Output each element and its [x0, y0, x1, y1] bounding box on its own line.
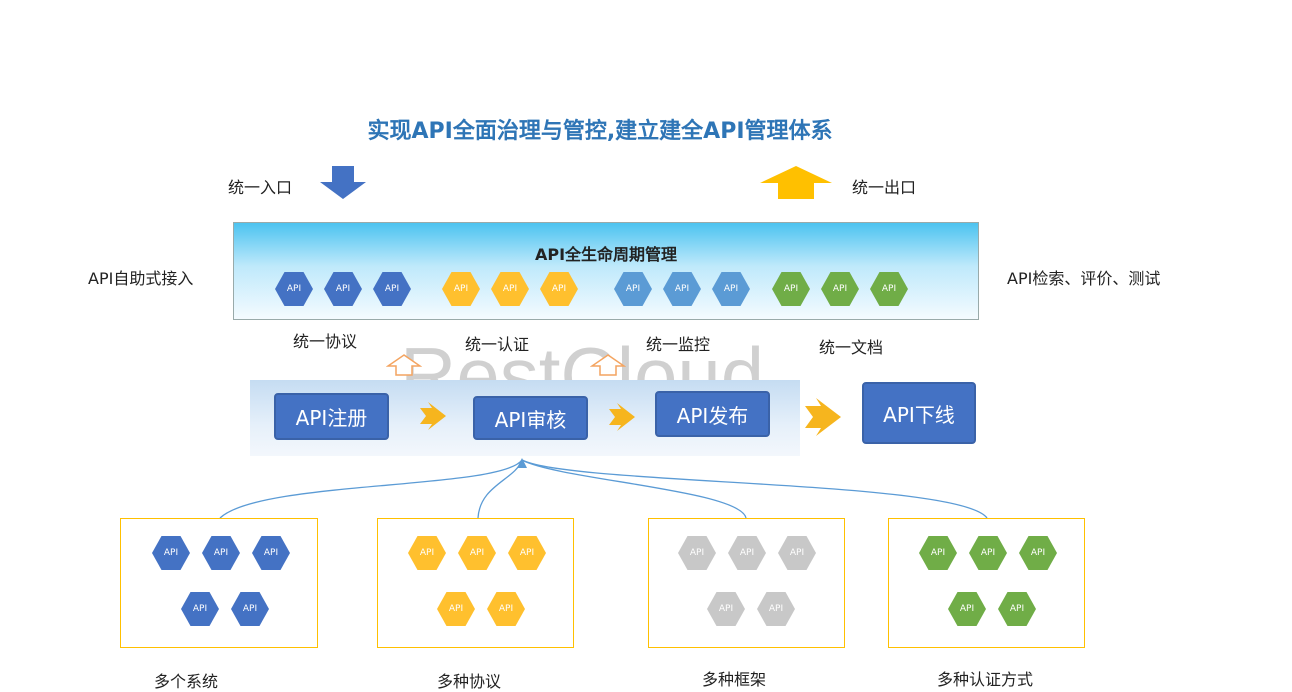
group-label: 统一认证	[465, 335, 530, 354]
source-box	[377, 518, 574, 648]
right-arrow-icon	[420, 402, 446, 430]
api-hexagon-icon: API	[442, 272, 480, 306]
group-label: 统一监控	[646, 335, 711, 354]
api-hexagon-icon: API	[437, 592, 475, 626]
hollow-up-arrow-icon	[590, 354, 626, 376]
source-label: 多种框架	[702, 670, 767, 689]
api-hexagon-icon: API	[324, 272, 362, 306]
up-arrow-icon	[760, 166, 832, 199]
step-register: API注册	[274, 393, 389, 440]
api-hexagon-icon: API	[275, 272, 313, 306]
lifecycle-title: API全生命周期管理	[534, 245, 678, 264]
right-label: API检索、评价、测试	[1007, 269, 1161, 288]
source-label: 多种协议	[437, 672, 502, 691]
api-hexagon-icon: API	[373, 272, 411, 306]
source-label: 多个系统	[154, 672, 219, 691]
page-title: 实现API全面治理与管控,建立建全API管理体系	[367, 119, 833, 144]
api-hexagon-icon: API	[408, 536, 446, 570]
group-label: 统一文档	[819, 338, 884, 357]
exit-label: 统一出口	[852, 178, 917, 197]
right-arrow-icon	[609, 403, 635, 431]
api-hexagon-icon: API	[458, 536, 496, 570]
api-hexagon-icon: API	[231, 592, 269, 626]
left-label: API自助式接入	[88, 269, 194, 288]
api-hexagon-icon: API	[152, 536, 190, 570]
group-label: 统一协议	[293, 332, 358, 351]
source-label: 多种认证方式	[937, 670, 1034, 689]
right-arrow-icon	[805, 398, 841, 436]
api-hexagon-icon: API	[1019, 536, 1057, 570]
api-hexagon-icon: API	[181, 592, 219, 626]
api-hexagon-icon: API	[252, 536, 290, 570]
down-arrow-icon	[320, 166, 366, 199]
step-publish: API发布	[655, 391, 770, 437]
source-box	[648, 518, 845, 648]
api-hexagon-icon: API	[202, 536, 240, 570]
step-review: API审核	[473, 396, 588, 440]
step-offline: API下线	[862, 382, 976, 444]
hollow-up-arrow-icon	[386, 354, 422, 376]
entry-label: 统一入口	[228, 178, 293, 197]
